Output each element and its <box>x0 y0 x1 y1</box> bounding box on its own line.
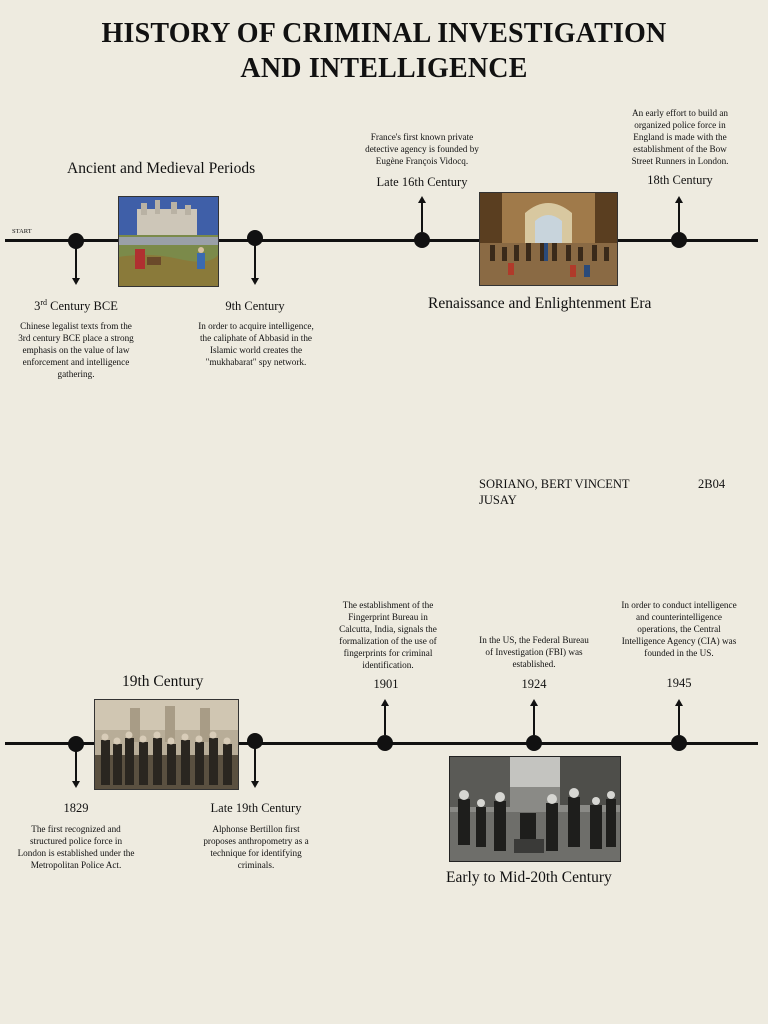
timeline-marker <box>68 233 84 249</box>
event-date: Late 16th Century <box>376 175 468 189</box>
19th-century-photo-image <box>94 699 239 790</box>
connector-line <box>254 748 256 781</box>
arrow-down-icon <box>72 278 80 285</box>
arrow-down-icon <box>72 781 80 788</box>
connector-line <box>75 247 77 278</box>
timeline-marker <box>671 735 687 751</box>
connector-line <box>533 705 535 735</box>
event-date: 1924 <box>521 677 547 691</box>
timeline-marker <box>247 230 263 246</box>
timeline-marker <box>414 232 430 248</box>
timeline-marker <box>671 232 687 248</box>
connector-line <box>384 705 386 735</box>
event-date: 1901 <box>373 677 399 691</box>
arrow-up-icon <box>381 699 389 706</box>
event-date: 1829 <box>63 801 89 815</box>
connector-line <box>75 750 77 781</box>
event-description: The establishment of the Fingerprint Bur… <box>339 600 437 670</box>
event-description: In order to conduct intelligence and cou… <box>621 600 737 658</box>
connector-line <box>678 705 680 735</box>
arrow-down-icon <box>251 781 259 788</box>
arrow-up-icon <box>530 699 538 706</box>
era-19th-century: 19th Century <box>122 673 204 690</box>
connector-line <box>421 202 423 232</box>
start-label: START <box>12 228 32 235</box>
event-description: Chinese legalist texts from the 3rd cent… <box>18 321 134 379</box>
event-date: 9th Century <box>225 299 285 313</box>
event-date: 1945 <box>666 676 692 690</box>
era-early-mid-20th-century: Early to Mid-20th Century <box>446 869 612 886</box>
connector-line <box>678 202 680 232</box>
medieval-painting-image <box>118 196 219 287</box>
connector-line <box>254 245 256 278</box>
arrow-up-icon <box>418 196 426 203</box>
title-line-2: AND INTELLIGENCE <box>240 53 528 84</box>
arrow-up-icon <box>675 196 683 203</box>
renaissance-painting-image <box>479 192 618 286</box>
arrow-down-icon <box>251 278 259 285</box>
page-title: HISTORY OF CRIMINAL INVESTIGATION AND IN… <box>0 16 768 86</box>
event-date: Late 19th Century <box>210 801 302 815</box>
era-ancient-medieval: Ancient and Medieval Periods <box>67 160 256 177</box>
20th-century-photo-image <box>449 756 621 862</box>
event-description: France's first known private detective a… <box>365 132 479 166</box>
author-section: 2B04 <box>698 477 726 491</box>
event-description: In the US, the Federal Bureau of Investi… <box>479 635 589 669</box>
timeline-marker <box>68 736 84 752</box>
event-date: 18th Century <box>647 173 713 187</box>
event-description: In order to acquire intelligence, the ca… <box>198 321 314 367</box>
author-name: SORIANO, BERT VINCENT JUSAY <box>479 477 630 504</box>
event-description: The first recognized and structured poli… <box>17 824 135 870</box>
timeline-marker <box>526 735 542 751</box>
timeline-marker <box>247 733 263 749</box>
event-description: Alphonse Bertillon first proposes anthro… <box>203 824 309 870</box>
timeline-1-line <box>5 239 758 242</box>
event-description: An early effort to build an organized po… <box>631 108 729 166</box>
event-date: 3rd Century BCE <box>34 298 118 314</box>
arrow-up-icon <box>675 699 683 706</box>
title-line-1: HISTORY OF CRIMINAL INVESTIGATION <box>101 18 667 49</box>
timeline-marker <box>377 735 393 751</box>
era-renaissance-enlightenment: Renaissance and Enlightenment Era <box>428 295 652 312</box>
